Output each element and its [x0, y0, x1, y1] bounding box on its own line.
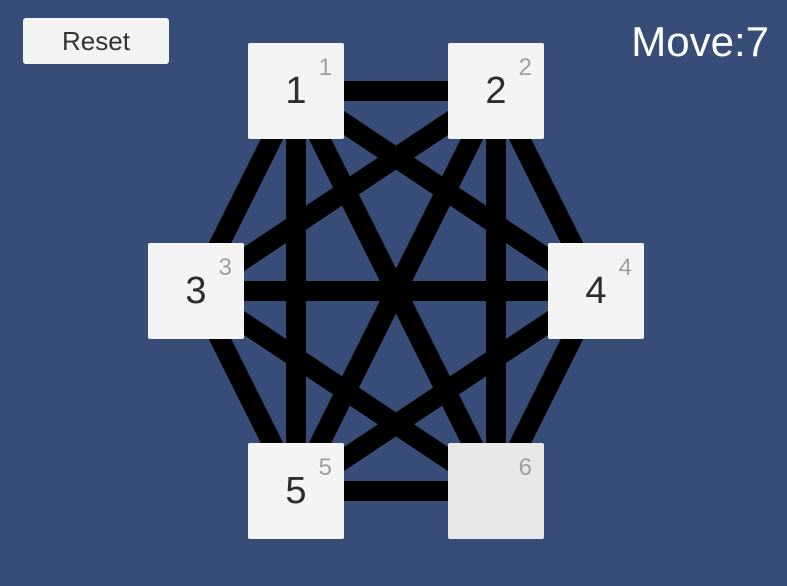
slot-index-label: 5	[318, 454, 332, 481]
edge-4-5	[290, 282, 602, 500]
tile-value: 3	[185, 270, 207, 312]
edge-3-6	[190, 282, 502, 500]
tile-value: 2	[485, 70, 507, 112]
slot-index-label: 4	[618, 254, 632, 281]
slot-index-label: 1	[318, 54, 332, 81]
slot-index-label: 6	[518, 454, 532, 481]
edge-2-3	[190, 82, 502, 300]
tile-value: 4	[585, 270, 607, 312]
move-counter: Move:7	[631, 18, 769, 65]
slot-index-label: 3	[218, 254, 232, 281]
tile-value: 5	[285, 470, 307, 512]
slot-index-label: 2	[518, 54, 532, 81]
empty-tile[interactable]: 6	[448, 443, 544, 539]
reset-button[interactable]: Reset	[23, 18, 169, 64]
tile-value: 1	[285, 70, 307, 112]
